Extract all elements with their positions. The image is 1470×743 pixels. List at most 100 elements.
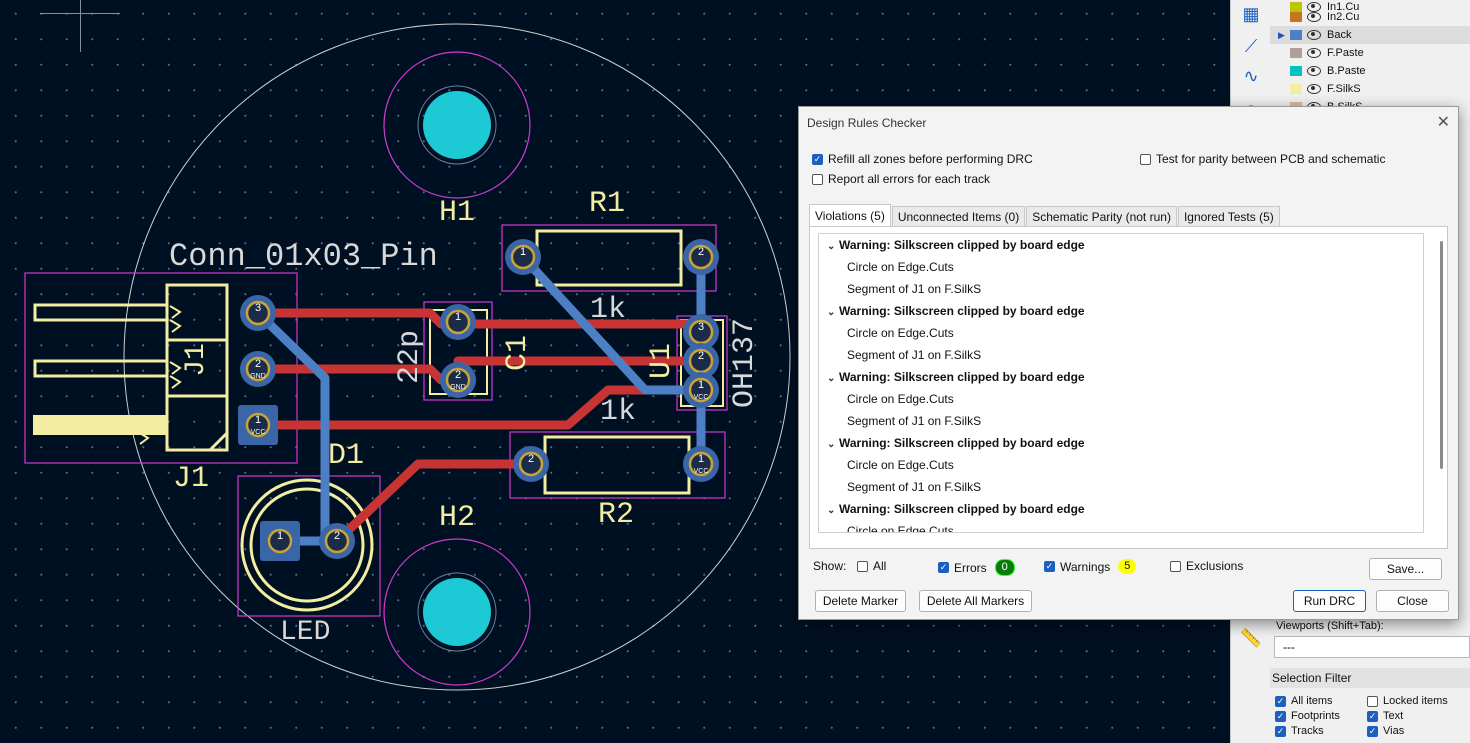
selection-filter-label: Text bbox=[1383, 710, 1404, 722]
violation-row[interactable]: ⌄Warning: Silkscreen clipped by board ed… bbox=[819, 498, 1423, 520]
violation-item[interactable]: Segment of J1 on F.SilkS bbox=[847, 348, 982, 362]
tune-length-icon[interactable]: ∿ bbox=[1243, 65, 1259, 86]
checkbox-icon bbox=[1170, 560, 1181, 572]
drc-dialog[interactable]: Design Rules Checker ✕ ✓ Refill all zone… bbox=[798, 106, 1459, 620]
delete-marker-button[interactable]: Delete Marker bbox=[815, 590, 906, 612]
layer-color-swatch[interactable] bbox=[1290, 48, 1302, 58]
violation-row[interactable]: ⌄Warning: Silkscreen clipped by board ed… bbox=[819, 366, 1423, 388]
layer-color-swatch[interactable] bbox=[1290, 66, 1302, 76]
violations-pane: ⌄Warning: Silkscreen clipped by board ed… bbox=[809, 226, 1448, 549]
selection-filter-item[interactable]: ✓All items bbox=[1275, 695, 1333, 707]
viewports-label: Viewports (Shift+Tab): bbox=[1276, 620, 1384, 632]
eye-icon[interactable] bbox=[1307, 66, 1321, 76]
pad-drill bbox=[510, 244, 536, 270]
show-errors-checkbox[interactable]: ✓ Errors 0 bbox=[938, 559, 1015, 576]
selection-filter-item[interactable]: ✓Vias bbox=[1367, 725, 1404, 737]
violation-item[interactable]: Segment of J1 on F.SilkS bbox=[847, 282, 982, 296]
track-front bbox=[253, 308, 705, 329]
pad-drill bbox=[245, 300, 271, 326]
violation-row[interactable]: ⌄Warning: Silkscreen clipped by board ed… bbox=[819, 432, 1423, 454]
layer-color-swatch[interactable] bbox=[1290, 30, 1302, 40]
pad-number: 2 bbox=[255, 358, 261, 370]
layer-row[interactable]: F.SilkS bbox=[1270, 80, 1470, 98]
pad-drill bbox=[324, 528, 350, 554]
viewports-select[interactable]: --- bbox=[1274, 636, 1470, 658]
violation-row[interactable]: ⌄Warning: Silkscreen clipped by board ed… bbox=[819, 300, 1423, 322]
tab-violations[interactable]: Violations (5) bbox=[809, 204, 891, 227]
checkbox-icon bbox=[812, 173, 823, 185]
pad-number: 1 bbox=[698, 379, 704, 391]
chevron-down-icon[interactable]: ⌄ bbox=[827, 241, 836, 252]
layer-row[interactable]: In1.Cu bbox=[1270, 0, 1470, 16]
tab-unconnected[interactable]: Unconnected Items (0) bbox=[891, 206, 1026, 227]
chevron-down-icon[interactable]: ⌄ bbox=[827, 505, 836, 516]
layer-color-swatch[interactable] bbox=[1290, 84, 1302, 94]
dialog-title: Design Rules Checker bbox=[807, 116, 927, 130]
layer-row[interactable]: In2.Cu bbox=[1270, 8, 1470, 26]
show-exclusions-checkbox[interactable]: Exclusions bbox=[1170, 559, 1243, 573]
close-icon[interactable]: ✕ bbox=[1436, 114, 1450, 131]
layer-row[interactable]: B.Paste bbox=[1270, 62, 1470, 80]
eye-icon[interactable] bbox=[1307, 12, 1321, 22]
chevron-down-icon[interactable]: ⌄ bbox=[827, 307, 836, 318]
layer-row[interactable]: ▶ Back bbox=[1270, 26, 1470, 44]
selection-filter-item[interactable]: ✓Tracks bbox=[1275, 725, 1324, 737]
selection-filter-item[interactable]: Locked items bbox=[1367, 695, 1448, 707]
violation-item[interactable]: Segment of J1 on F.SilkS bbox=[847, 414, 982, 428]
drc-tabs: Violations (5) Unconnected Items (0) Sch… bbox=[809, 204, 1281, 227]
active-layer-icon: ▶ bbox=[1278, 29, 1285, 40]
show-warnings-checkbox[interactable]: ✓ Warnings 5 bbox=[1044, 559, 1137, 574]
selection-filter-item[interactable]: ✓Footprints bbox=[1275, 710, 1340, 722]
violation-item[interactable]: Circle on Edge.Cuts bbox=[847, 260, 954, 274]
h2-courtyard bbox=[383, 538, 531, 686]
violations-list[interactable]: ⌄Warning: Silkscreen clipped by board ed… bbox=[818, 233, 1424, 533]
layer-color-swatch[interactable] bbox=[1290, 12, 1302, 22]
route-track-icon[interactable]: ⟋ bbox=[1244, 35, 1258, 56]
eye-icon[interactable] bbox=[1307, 2, 1321, 12]
violation-item[interactable]: Circle on Edge.Cuts bbox=[847, 524, 954, 533]
violation-item[interactable]: Circle on Edge.Cuts bbox=[847, 392, 954, 406]
pad-number: 1 bbox=[277, 530, 283, 542]
pad-drill bbox=[518, 451, 544, 477]
close-button[interactable]: Close bbox=[1376, 590, 1449, 612]
run-drc-button[interactable]: Run DRC bbox=[1293, 590, 1366, 612]
chevron-down-icon[interactable]: ⌄ bbox=[827, 439, 836, 450]
pad-number: 1 bbox=[520, 246, 526, 258]
violation-item[interactable]: Segment of J1 on F.SilkS bbox=[847, 480, 982, 494]
checkbox-icon bbox=[1140, 153, 1151, 165]
measure-icon[interactable]: 📏 bbox=[1239, 627, 1263, 648]
footprint-icon[interactable]: ▦ bbox=[1242, 3, 1260, 24]
layer-name: Back bbox=[1327, 29, 1352, 41]
show-all-checkbox[interactable]: All bbox=[857, 559, 886, 573]
track-back bbox=[518, 252, 706, 395]
h2-hole bbox=[423, 578, 491, 646]
j1-silk-arrow bbox=[169, 319, 182, 333]
report-all-checkbox[interactable]: Report all errors for each track bbox=[812, 172, 990, 186]
tab-schematic-parity[interactable]: Schematic Parity (not run) bbox=[1026, 206, 1177, 227]
j1-silk-body bbox=[165, 283, 229, 452]
layer-color-swatch[interactable] bbox=[1290, 2, 1302, 12]
r2-value: 1k bbox=[600, 395, 637, 429]
layer-name: F.SilkS bbox=[1327, 83, 1361, 95]
violation-item[interactable]: Circle on Edge.Cuts bbox=[847, 326, 954, 340]
save-button[interactable]: Save... bbox=[1369, 558, 1442, 580]
eye-icon[interactable] bbox=[1307, 48, 1321, 58]
scrollbar[interactable] bbox=[1440, 241, 1443, 469]
violation-item[interactable]: Circle on Edge.Cuts bbox=[847, 458, 954, 472]
selection-filter-item[interactable]: ✓Text bbox=[1367, 710, 1403, 722]
selection-filter-label: Footprints bbox=[1291, 710, 1340, 722]
delete-all-markers-button[interactable]: Delete All Markers bbox=[919, 590, 1032, 612]
tab-ignored-tests[interactable]: Ignored Tests (5) bbox=[1177, 206, 1280, 227]
pad-drill bbox=[245, 412, 271, 438]
errors-count-badge: 0 bbox=[994, 559, 1015, 576]
eye-icon[interactable] bbox=[1307, 84, 1321, 94]
eye-icon[interactable] bbox=[1307, 30, 1321, 40]
refill-zones-checkbox[interactable]: ✓ Refill all zones before performing DRC bbox=[812, 152, 1033, 166]
chevron-down-icon[interactable]: ⌄ bbox=[827, 373, 836, 384]
pad-number: 1 bbox=[255, 414, 261, 426]
r1-ref: R1 bbox=[589, 187, 626, 221]
layer-row[interactable]: F.Paste bbox=[1270, 44, 1470, 62]
violation-row[interactable]: ⌄Warning: Silkscreen clipped by board ed… bbox=[819, 234, 1423, 256]
parity-checkbox[interactable]: Test for parity between PCB and schemati… bbox=[1140, 152, 1385, 166]
